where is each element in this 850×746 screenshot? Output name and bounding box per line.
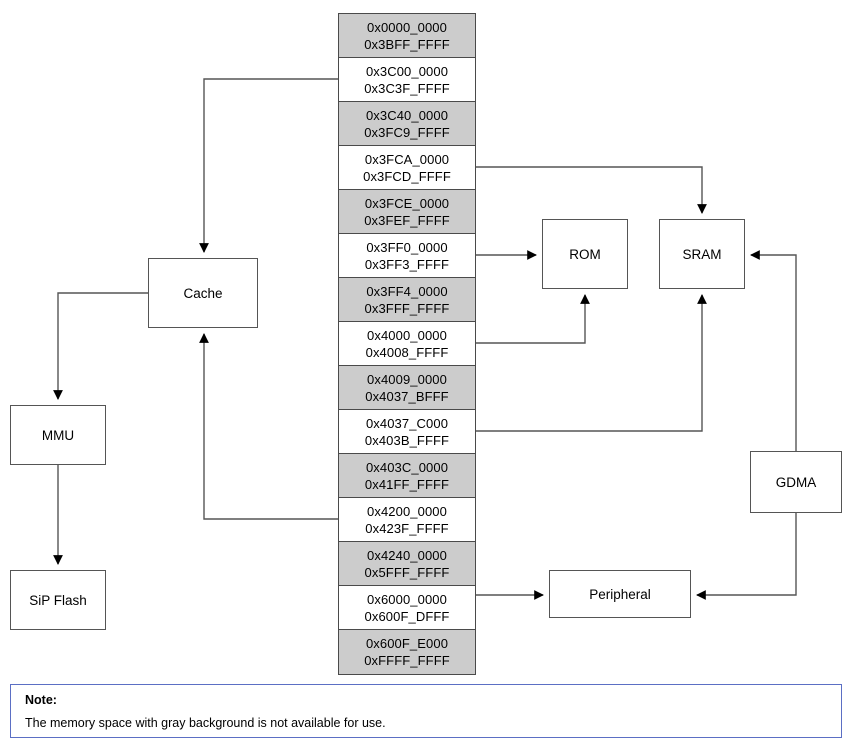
block-rom[interactable]: ROM: [542, 219, 628, 289]
block-cache[interactable]: Cache: [148, 258, 258, 328]
note-text: The memory space with gray background is…: [25, 716, 386, 730]
wire-sram-range-lower-to-sram: [476, 294, 707, 432]
memory-range-start: 0x4240_0000: [367, 547, 447, 563]
wire-cache-to-mmu: [53, 292, 148, 400]
note-panel: Note: The memory space with gray backgro…: [10, 684, 842, 738]
memory-range-end: 0xFFFF_FFFF: [364, 653, 450, 668]
block-gdma[interactable]: GDMA: [750, 451, 842, 513]
memory-range-end: 0x3FF3_FFFF: [364, 256, 450, 272]
memory-range-start: 0x3C00_0000: [365, 63, 449, 79]
memory-range-start: 0x600F_E000: [365, 636, 449, 651]
wire-psram-range-to-cache: [199, 333, 338, 520]
block-peripheral-label: Peripheral: [589, 586, 651, 602]
block-cache-label: Cache: [183, 285, 223, 301]
block-sram-label: SRAM: [682, 246, 722, 262]
memory-range-start: 0x3FCE_0000: [364, 195, 450, 211]
memory-range-end: 0x4037_BFFF: [365, 388, 449, 404]
memory-range-end: 0x3FCD_FFFF: [363, 168, 451, 184]
memory-range-end: 0x3FFF_FFFF: [364, 300, 450, 316]
memory-range-start: 0x4009_0000: [367, 371, 447, 387]
memory-range-end: 0x41FF_FFFF: [364, 476, 450, 492]
memory-range-end: 0x3FC9_FFFF: [364, 124, 450, 140]
block-mmu-label: MMU: [41, 427, 75, 443]
memory-range-end: 0x5FFF_FFFF: [364, 564, 450, 580]
memory-range-start: 0x3FCA_0000: [364, 151, 450, 167]
block-mmu[interactable]: MMU: [10, 405, 106, 465]
wire-flash-range-to-cache: [199, 78, 338, 253]
memory-range-start: 0x3FF0_0000: [366, 239, 448, 255]
memory-range-start: 0x0000_0000: [367, 19, 447, 35]
note-title: Note:: [25, 693, 57, 707]
memory-range-end: 0x3FEF_FFFF: [364, 212, 450, 228]
memory-range-start: 0x403C_0000: [365, 459, 449, 475]
memory-range-start: 0x3FF4_0000: [366, 283, 448, 299]
memory-range-end: 0x3C3F_FFFF: [364, 80, 450, 96]
memory-range-end: 0x600F_DFFF: [364, 608, 450, 624]
block-gdma-label: GDMA: [775, 474, 817, 490]
block-peripheral[interactable]: Peripheral: [549, 570, 691, 618]
block-sip-flash-label: SiP Flash: [29, 592, 87, 608]
memory-range-row: 0x600F_E000 0xFFFF_FFFF: [339, 630, 475, 674]
block-rom-label: ROM: [569, 246, 601, 262]
wire-gdma-to-peripheral: [696, 513, 797, 600]
memory-range-start: 0x6000_0000: [367, 591, 447, 607]
wire-rom-range-alias-to-rom: [476, 294, 590, 344]
wire-gdma-to-sram: [750, 250, 797, 451]
memory-range-end: 0x423F_FFFF: [365, 520, 449, 536]
memory-range-end: 0x4008_FFFF: [365, 344, 449, 360]
memory-range-start: 0x4000_0000: [367, 327, 447, 343]
memory-range-end: 0x403B_FFFF: [364, 432, 450, 448]
block-sram[interactable]: SRAM: [659, 219, 745, 289]
memory-range-start: 0x4200_0000: [367, 503, 447, 519]
wire-sram-range-upper-to-sram: [476, 166, 707, 214]
memory-range-end: 0x3BFF_FFFF: [364, 36, 450, 52]
memory-range-start: 0x3C40_0000: [365, 107, 449, 123]
memory-range-start: 0x4037_C000: [365, 415, 449, 431]
block-sip-flash[interactable]: SiP Flash: [10, 570, 106, 630]
